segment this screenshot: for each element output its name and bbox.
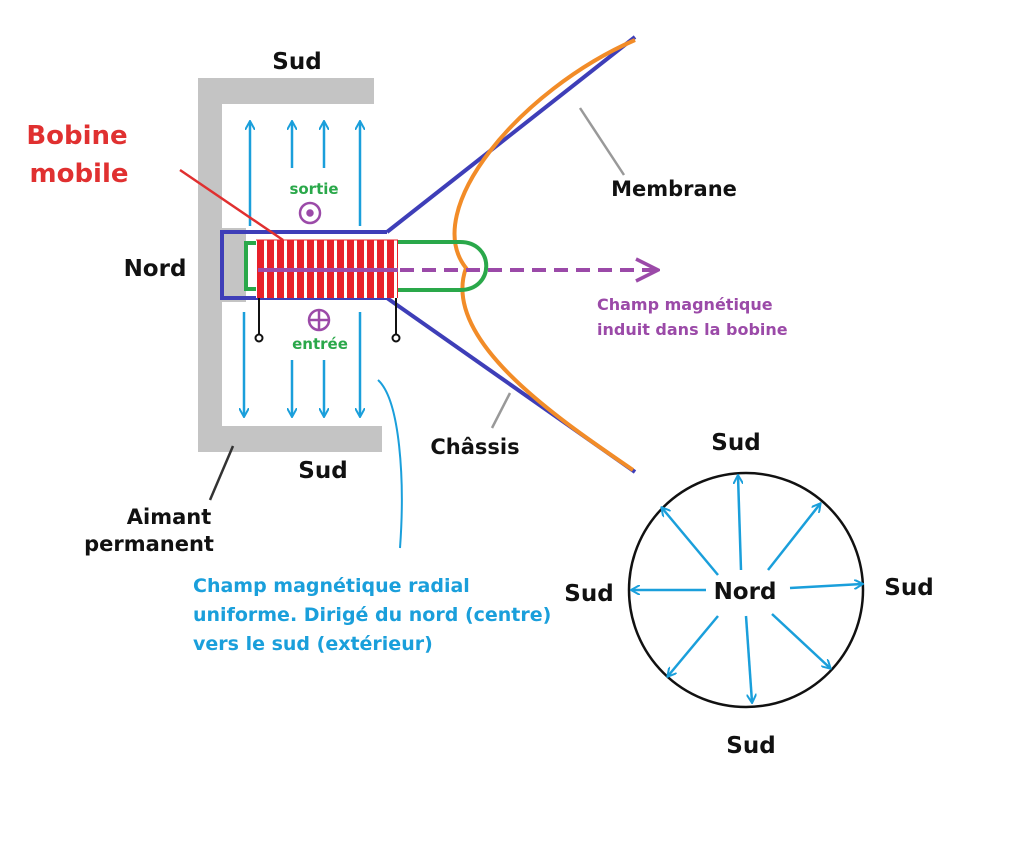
label-circle-sud-top: Sud — [711, 430, 760, 456]
chassis-pointer — [490, 392, 512, 429]
permanent-magnet — [198, 78, 382, 452]
label-entree: entrée — [292, 335, 348, 353]
label-membrane: Membrane — [611, 177, 737, 201]
membrane-pointer — [578, 107, 626, 176]
current-in-symbol — [307, 308, 331, 332]
label-chassis: Châssis — [430, 435, 519, 459]
label-sud-top: Sud — [272, 49, 321, 75]
current-out-symbol — [298, 201, 322, 225]
label-champ-radial-line3: vers le sud (extérieur) — [193, 633, 433, 655]
label-circle-sud-bottom: Sud — [726, 733, 775, 759]
label-circle-sud-right: Sud — [884, 575, 933, 601]
label-champ-induit-line2: induit dans la bobine — [597, 320, 788, 339]
label-aimant-line2: permanent — [84, 532, 214, 556]
label-circle-nord: Nord — [714, 579, 777, 605]
label-aimant-line1: Aimant — [127, 505, 212, 529]
coil-former — [244, 240, 489, 292]
label-champ-radial-line1: Champ magnétique radial — [193, 575, 470, 597]
label-sud-bottom: Sud — [298, 458, 347, 484]
label-circle-sud-left: Sud — [564, 581, 613, 607]
bobine-pointer — [179, 168, 284, 242]
coil-leads — [254, 298, 401, 343]
label-nord: Nord — [124, 256, 187, 282]
radial-field-pointer — [377, 379, 403, 549]
gap-field-arrows — [244, 122, 360, 416]
cross-section-view — [627, 471, 863, 709]
label-champ-radial-line2: uniforme. Dirigé du nord (centre) — [193, 604, 551, 626]
membrane — [452, 38, 636, 472]
label-bobine-line1: Bobine — [26, 121, 127, 151]
label-bobine-line2: mobile — [29, 159, 128, 189]
label-champ-induit-line1: Champ magnétique — [597, 295, 773, 314]
label-sortie: sortie — [289, 180, 338, 198]
aimant-pointer — [208, 445, 235, 501]
